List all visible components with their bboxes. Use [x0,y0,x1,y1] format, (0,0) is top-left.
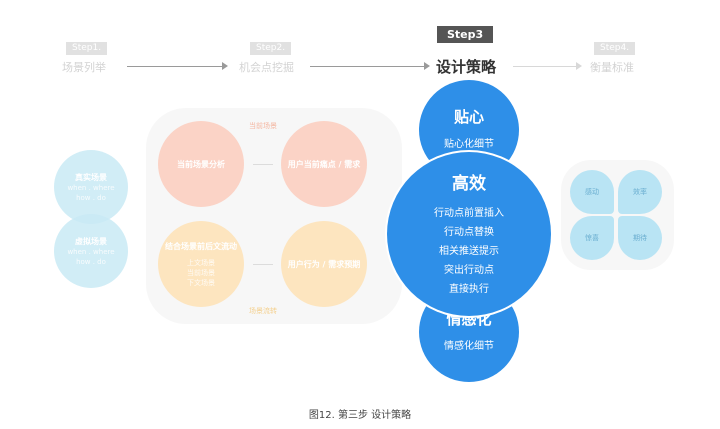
arrow-2-line [310,66,426,67]
efficient-circle: 高效 行动点前置插入 行动点替换 相关推送提示 突出行动点 直接执行 [387,152,551,316]
arrow-3-line [513,66,577,67]
efficient-line-2: 行动点替换 [444,227,494,238]
efficient-line-4: 突出行动点 [444,265,494,276]
metric-touched: 感动 [570,170,614,214]
virtual-scene-sub-1: when . where [67,247,115,256]
pain-point-text: 用户当前痛点 / 需求 [287,159,361,169]
behavior-circle: 用户行为 / 需求预期 [281,221,367,307]
real-scene-sub-1: when . where [67,183,115,192]
analysis-arrow-bottom [253,264,273,265]
step4-badge: Step4. [594,42,636,55]
scene-flow-label: 场景流转 [249,307,277,315]
combine-flow-circle: 结合场景前后文流动 上文场景 当前场景 下文场景 [158,221,244,307]
efficient-title: 高效 [452,174,486,194]
thoughtful-title: 贴心 [453,108,484,126]
emotional-line-1: 情感化细节 [444,341,494,352]
real-scene-sub-2: how . do [76,193,106,202]
arrow-1-line [127,66,224,67]
real-scene-title: 真实场景 [75,172,107,182]
metric-efficiency: 效率 [618,170,662,214]
pain-point-circle: 用户当前痛点 / 需求 [281,121,367,207]
step2-name: 机会点挖掘 [239,61,294,74]
behavior-text: 用户行为 / 需求预期 [287,259,361,269]
current-analysis-circle: 当前场景分析 [158,121,244,207]
step3-badge: Step3 [437,26,494,43]
step1-name: 场景列举 [62,61,106,74]
figure-caption: 图12. 第三步 设计策略 [308,410,412,421]
current-analysis-text: 当前场景分析 [177,159,225,169]
arrow-1-head [222,62,228,70]
arrow-3-head [576,62,582,70]
metric-surprise: 惊喜 [570,216,614,260]
virtual-scene-circle: 虚拟场景 when . where how . do [54,214,128,288]
thoughtful-line-1: 贴心化细节 [444,139,494,150]
analysis-arrow-top [253,164,273,165]
real-scene-circle: 真实场景 when . where how . do [54,150,128,224]
virtual-scene-sub-2: how . do [76,257,106,266]
arrow-2-head [424,62,430,70]
combine-item-2: 当前场景 [187,268,215,277]
combine-item-3: 下文场景 [187,278,215,287]
step3-name: 设计策略 [436,58,497,76]
combine-item-1: 上文场景 [187,258,215,267]
efficient-line-3: 相关推送提示 [439,246,499,257]
current-scene-label: 当前场景 [249,122,277,130]
metric-expectation: 期待 [618,216,662,260]
efficient-line-1: 行动点前置插入 [434,208,504,219]
step4-name: 衡量标准 [590,61,634,74]
efficient-line-5: 直接执行 [449,284,489,295]
virtual-scene-title: 虚拟场景 [75,236,107,246]
combine-flow-text: 结合场景前后文流动 [165,241,237,251]
step2-badge: Step2. [250,42,292,55]
step1-badge: Step1. [66,42,108,55]
